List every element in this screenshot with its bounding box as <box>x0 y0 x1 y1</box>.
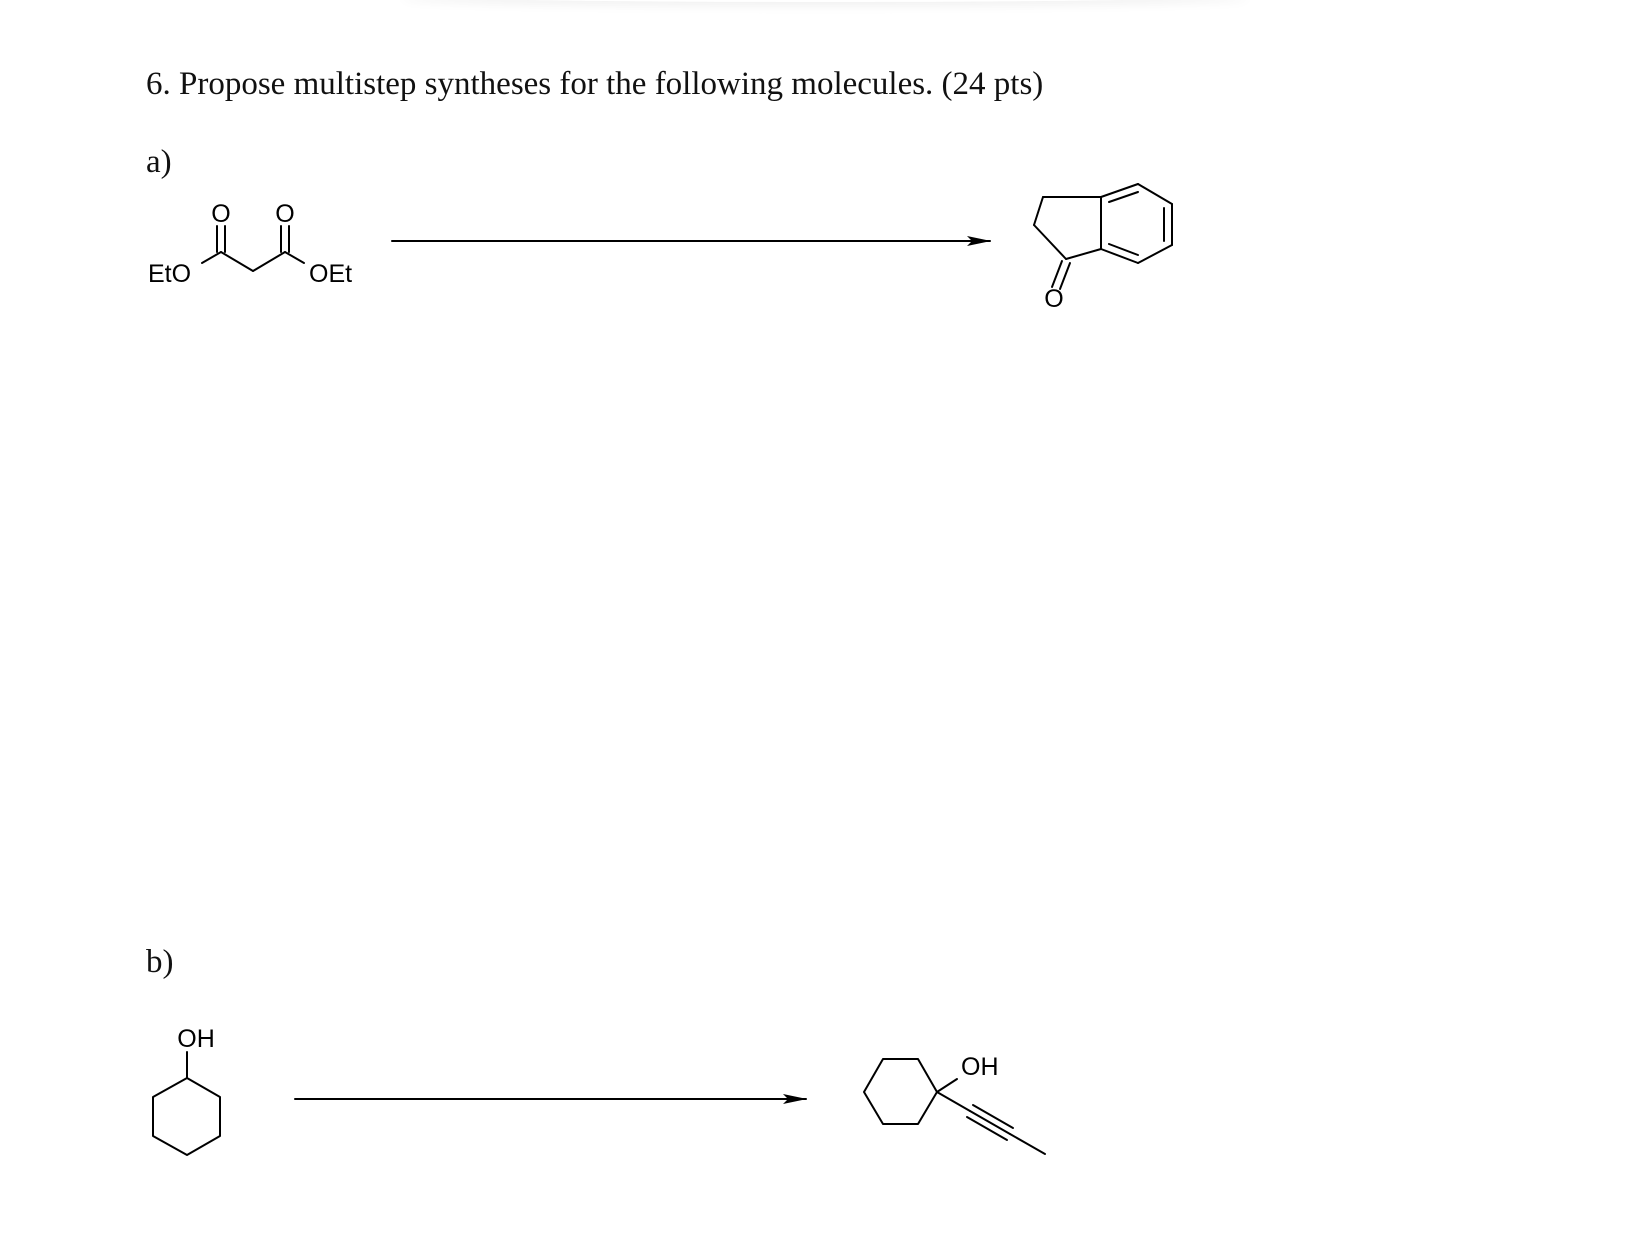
bond <box>1059 262 1071 290</box>
bond <box>1137 244 1173 264</box>
part-a-label: a) <box>146 144 172 180</box>
bond <box>252 251 286 272</box>
bond <box>1108 191 1139 203</box>
bond <box>1108 243 1139 256</box>
atom-label-oh: OH <box>177 1025 215 1053</box>
bond <box>1051 260 1063 288</box>
bond <box>220 251 254 272</box>
part-b-reactant-cyclohexanol: OH <box>152 1025 221 1156</box>
cyclohexane-ring <box>152 1077 221 1156</box>
bond <box>1033 196 1044 226</box>
bond <box>1065 248 1102 260</box>
question-title: 6. Propose multistep syntheses for the f… <box>146 66 1044 102</box>
atom-label-carbonyl-o-1: O <box>211 200 230 228</box>
bond <box>969 1110 1011 1135</box>
bond <box>284 251 305 264</box>
bond <box>1100 248 1139 264</box>
bond <box>1009 1133 1046 1155</box>
bond <box>1033 224 1067 260</box>
atom-label-carbonyl-o-2: O <box>275 200 294 228</box>
bond <box>936 1091 971 1112</box>
bond <box>936 1078 958 1093</box>
part-b-product-propynyl-cyclohexanol: OH <box>863 1053 1046 1155</box>
bond <box>1137 183 1173 205</box>
bond <box>1100 183 1139 198</box>
cyclohexane-ring <box>863 1058 938 1125</box>
bond <box>201 251 222 264</box>
atom-label-oh: OH <box>961 1053 999 1081</box>
atom-label-eto: EtO <box>148 260 191 288</box>
bond <box>972 1104 1014 1129</box>
part-a-product-indanone: O <box>1033 183 1173 313</box>
bond <box>966 1116 1008 1141</box>
part-b-label: b) <box>146 944 174 980</box>
atom-label-ketone-o: O <box>1044 285 1063 313</box>
atom-label-oet: OEt <box>309 260 352 288</box>
part-a-reactant-diethyl-malonate: O O EtO OEt <box>148 200 352 288</box>
